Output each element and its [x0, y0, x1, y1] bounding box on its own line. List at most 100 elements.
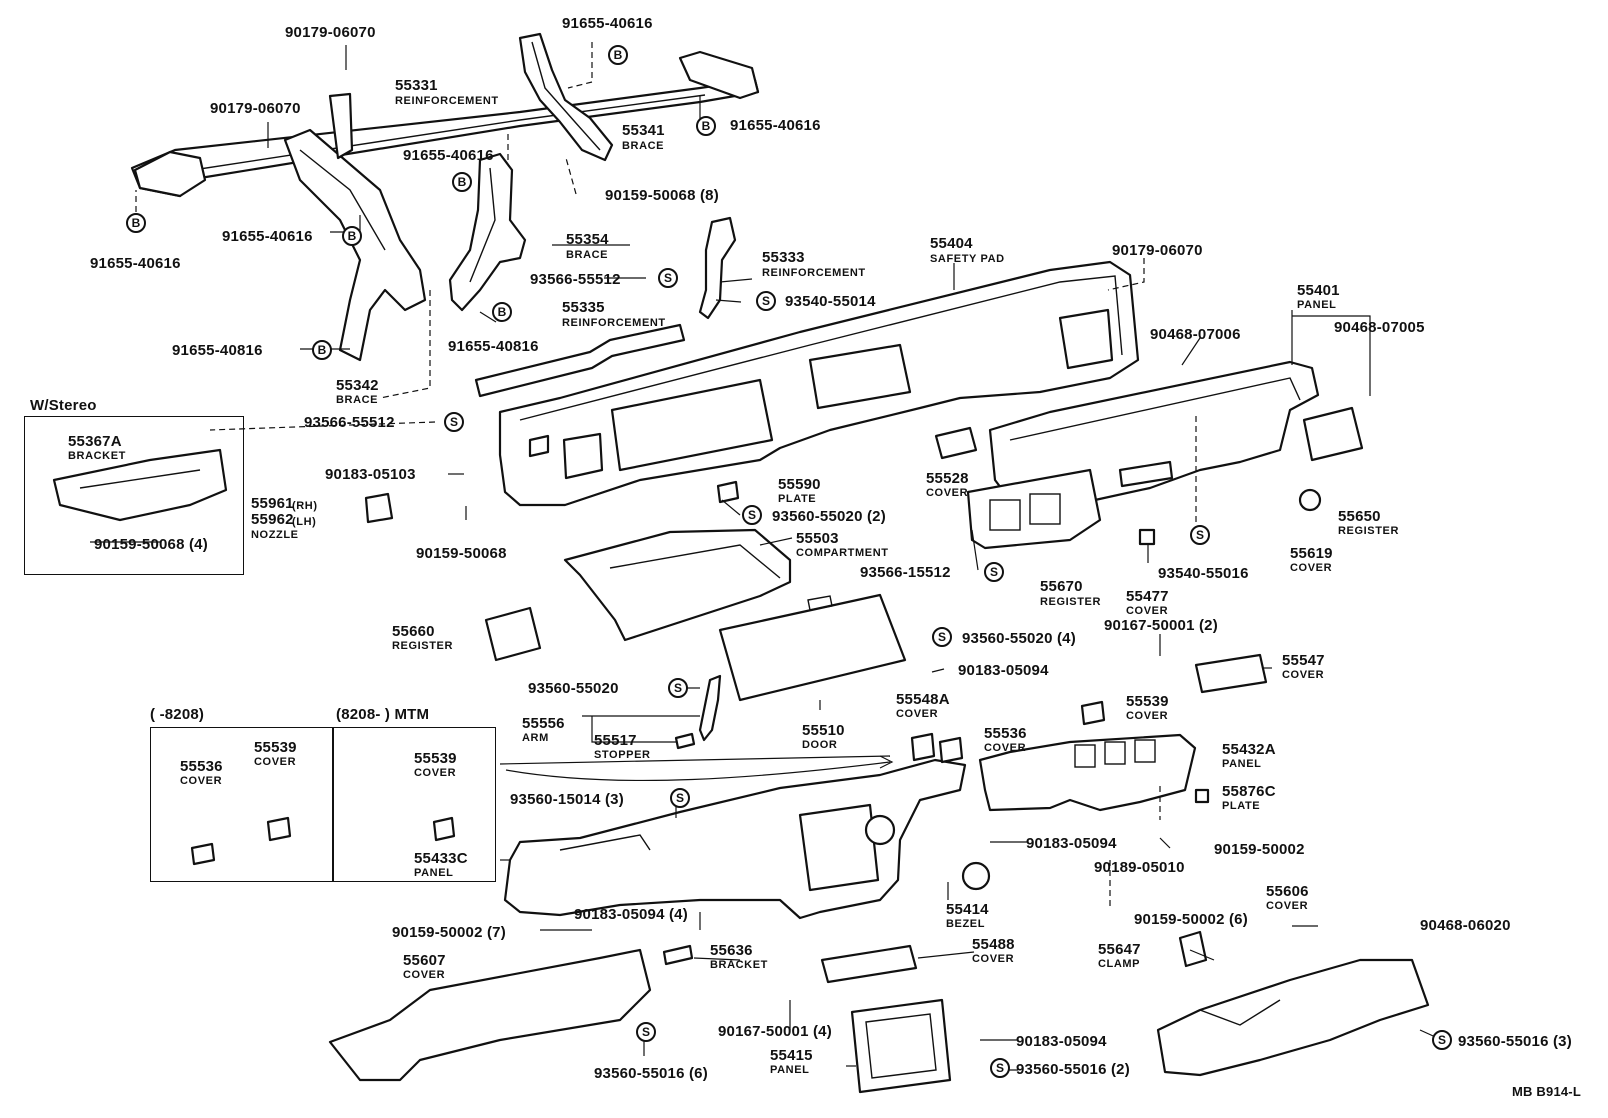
- plate-55590: [716, 480, 740, 504]
- name-panel-55433C: PANEL: [414, 867, 454, 879]
- cover-55606: [1156, 958, 1430, 1077]
- label-90179-06070-left: 90179-06070: [210, 100, 301, 117]
- cover-55548A: [910, 732, 936, 762]
- label-93566-55512-top: 93566-55512: [530, 271, 621, 288]
- name-bezel: BEZEL: [946, 918, 986, 930]
- label-55342: 55342: [336, 377, 379, 394]
- name-bracket-55367A: BRACKET: [68, 450, 126, 462]
- label-55432A: 55432A: [1222, 741, 1276, 758]
- label-90159-50002-6: 90159-50002 (6): [1134, 911, 1248, 928]
- name-safety-pad: SAFETY PAD: [930, 253, 1005, 265]
- label-90183-05094-4: 90183-05094 (4): [574, 906, 688, 923]
- brace-55354: [448, 152, 527, 312]
- name-reinforcement-55333: REINFORCEMENT: [762, 267, 866, 279]
- label-range-8208-mtm: (8208- ) MTM: [336, 706, 430, 723]
- label-55510: 55510: [802, 722, 845, 739]
- plate-55876C: [1194, 788, 1210, 804]
- label-55607: 55607: [403, 952, 446, 969]
- name-cover-55488: COVER: [972, 953, 1015, 965]
- badge-s: S: [658, 268, 678, 288]
- badge-s: S: [932, 627, 952, 647]
- nozzle-55961: [364, 492, 394, 524]
- badge-b: B: [342, 226, 362, 246]
- label-55961-rh: (RH): [292, 500, 318, 512]
- name-reinforcement-55335: REINFORCEMENT: [562, 317, 666, 329]
- badge-b: B: [696, 116, 716, 136]
- name-cover-55606: COVER: [1266, 900, 1309, 912]
- label-91655-40616-mid: 91655-40616: [403, 147, 494, 164]
- label-55539: 55539: [1126, 693, 1169, 710]
- label-93560-55020: 93560-55020: [528, 680, 619, 697]
- name-arm: ARM: [522, 732, 549, 744]
- label-93560-55016-3: 93560-55016 (3): [1458, 1033, 1572, 1050]
- label-55619: 55619: [1290, 545, 1333, 562]
- name-nozzle: NOZZLE: [251, 529, 299, 541]
- mtm-arrow: [505, 755, 894, 782]
- label-91655-40616-brace: 91655-40616: [222, 228, 313, 245]
- label-55590: 55590: [778, 476, 821, 493]
- label-55488: 55488: [972, 936, 1015, 953]
- label-55517: 55517: [594, 732, 637, 749]
- label-90159-50068: 90159-50068: [416, 545, 507, 562]
- label-90159-50002: 90159-50002: [1214, 841, 1305, 858]
- label-55556: 55556: [522, 715, 565, 732]
- badge-s: S: [636, 1022, 656, 1042]
- register-55660: [484, 606, 542, 662]
- badge-b: B: [312, 340, 332, 360]
- label-90159-50002-7: 90159-50002 (7): [392, 924, 506, 941]
- label-55367A: 55367A: [68, 433, 122, 450]
- label-55547: 55547: [1282, 652, 1325, 669]
- name-panel-55415: PANEL: [770, 1064, 810, 1076]
- label-55536: 55536: [984, 725, 1027, 742]
- label-90468-07005: 90468-07005: [1334, 319, 1425, 336]
- name-cover-55536: COVER: [984, 742, 1027, 754]
- name-door: DOOR: [802, 739, 838, 751]
- badge-b: B: [492, 302, 512, 322]
- label-55962-lh: (LH): [292, 516, 317, 528]
- name-cover-55477: COVER: [1126, 605, 1169, 617]
- label-55539-box-right: 55539: [414, 750, 457, 767]
- cover-55488: [820, 944, 918, 984]
- cover-55536: [938, 736, 964, 764]
- leader-lines: [90, 42, 1443, 1071]
- label-55401: 55401: [1297, 282, 1340, 299]
- panel-55415: [850, 998, 952, 1094]
- badge-s: S: [742, 505, 762, 525]
- name-register-55660: REGISTER: [392, 640, 454, 652]
- name-register-55670: REGISTER: [1040, 596, 1102, 608]
- name-compartment: COMPARTMENT: [796, 547, 889, 559]
- label-w-stereo: W/Stereo: [30, 397, 97, 414]
- panel-55433C: [503, 758, 967, 920]
- name-register-55650: REGISTER: [1338, 525, 1400, 537]
- label-90183-05094-right: 90183-05094: [1026, 835, 1117, 852]
- badge-s: S: [756, 291, 776, 311]
- badge-s: S: [444, 412, 464, 432]
- cover-55528: [934, 426, 978, 460]
- label-93560-55016-2: 93560-55016 (2): [1016, 1061, 1130, 1078]
- label-91655-40616-top: 91655-40616: [562, 15, 653, 32]
- label-93560-55020-4: 93560-55020 (4): [962, 630, 1076, 647]
- label-55539-box-left: 55539: [254, 739, 297, 756]
- name-brace-55354: BRACE: [566, 249, 609, 261]
- label-93560-15014-3: 93560-15014 (3): [510, 791, 624, 808]
- label-93540-55016: 93540-55016: [1158, 565, 1249, 582]
- label-93560-55016-6: 93560-55016 (6): [594, 1065, 708, 1082]
- label-range-8208: ( -8208): [150, 706, 205, 723]
- label-90189-05010: 90189-05010: [1094, 859, 1185, 876]
- name-brace-55342: BRACE: [336, 394, 379, 406]
- label-55415: 55415: [770, 1047, 813, 1064]
- name-panel-55432A: PANEL: [1222, 758, 1262, 770]
- name-reinforcement-55331: REINFORCEMENT: [395, 95, 499, 107]
- label-55650: 55650: [1338, 508, 1381, 525]
- name-brace-55341: BRACE: [622, 140, 665, 152]
- label-55503: 55503: [796, 530, 839, 547]
- cover-55607: [328, 948, 652, 1082]
- cover-55477: [1138, 528, 1156, 546]
- label-91655-40816-mid: 91655-40816: [448, 338, 539, 355]
- cover-55547: [1194, 653, 1268, 694]
- label-90167-50001-4: 90167-50001 (4): [718, 1023, 832, 1040]
- badge-b: B: [452, 172, 472, 192]
- label-91655-40816-left: 91655-40816: [172, 342, 263, 359]
- name-clamp: CLAMP: [1098, 958, 1141, 970]
- panel-55432A: [978, 733, 1197, 812]
